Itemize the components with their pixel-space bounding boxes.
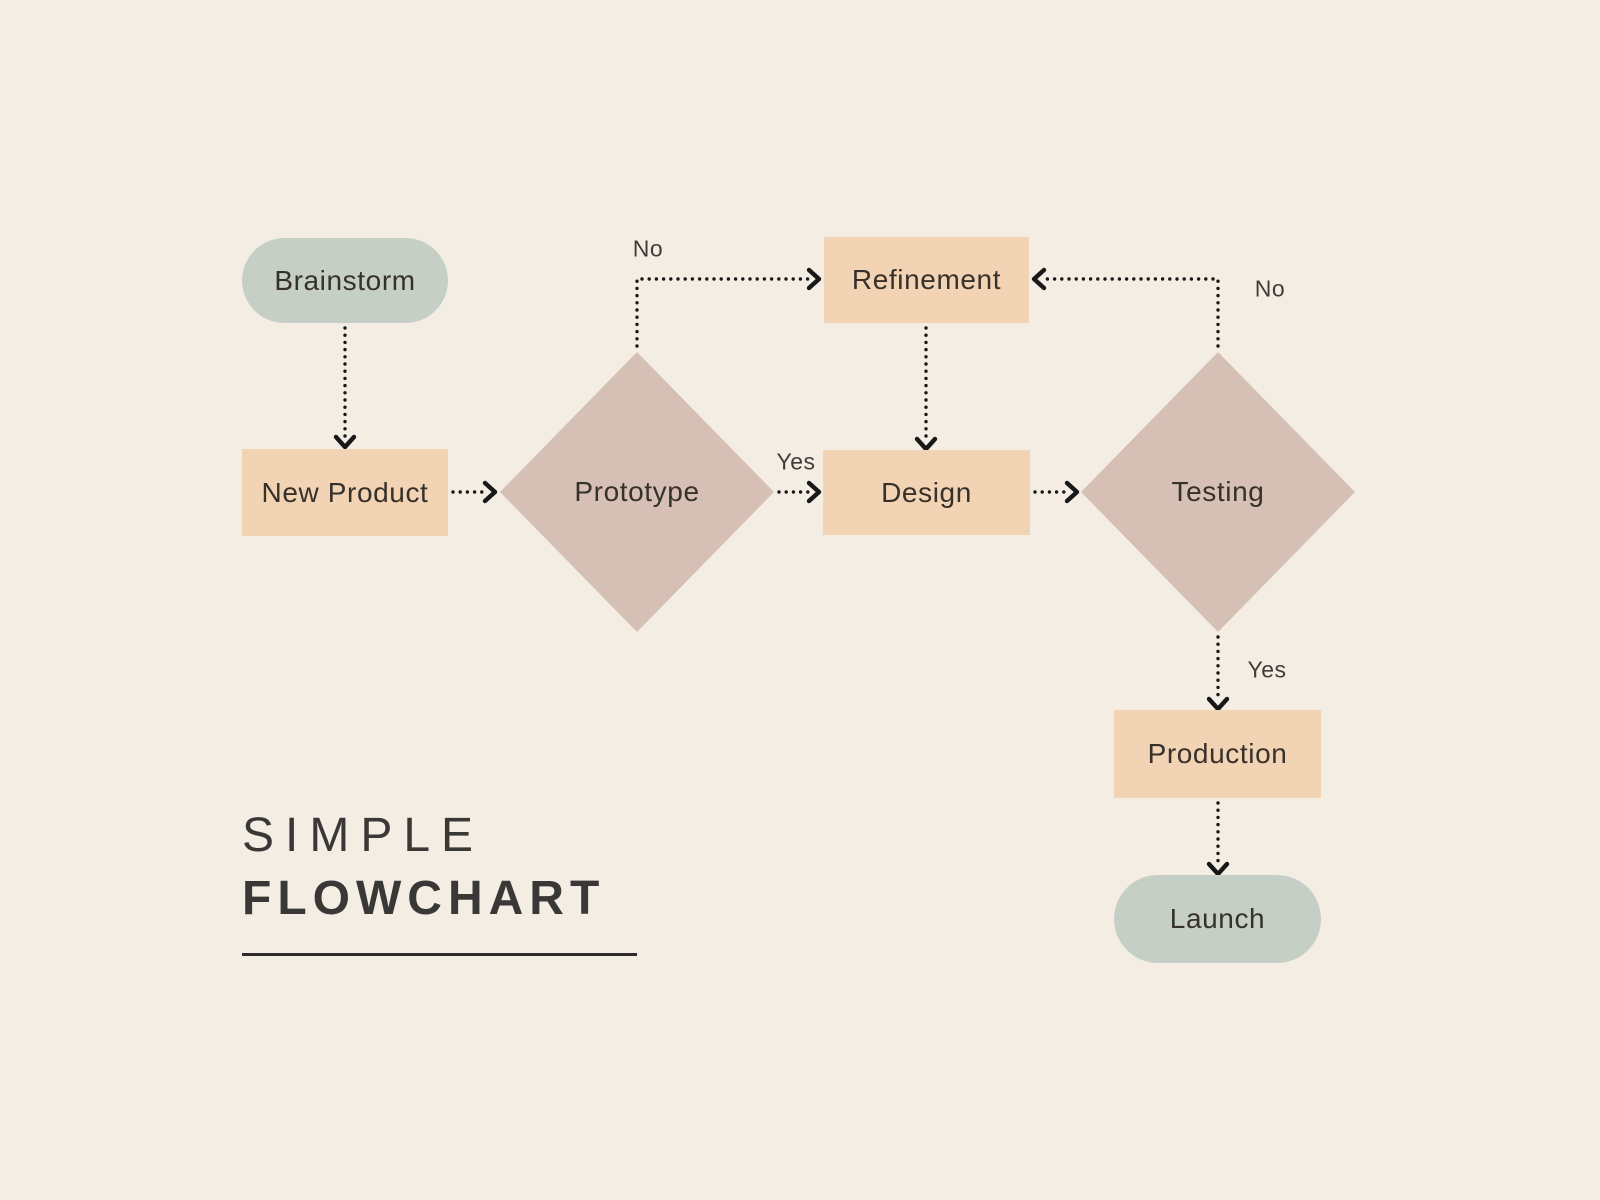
node-refinement: Refinement (824, 237, 1029, 323)
node-design-label: Design (881, 476, 972, 508)
edge-testing-to-production-yes (1206, 635, 1230, 712)
edge-prototype-to-design-yes (777, 480, 822, 504)
edge-brainstorm-to-new-product (333, 326, 357, 450)
edge-new-product-to-prototype (451, 480, 498, 504)
node-new-product-label: New Product (261, 476, 429, 508)
node-production: Production (1114, 710, 1321, 798)
title-underline (242, 953, 637, 956)
node-refinement-label: Refinement (851, 264, 1002, 295)
node-prototype-label: Prototype (574, 476, 700, 507)
node-launch: Launch (1114, 875, 1321, 963)
node-launch-label: Launch (1169, 903, 1266, 934)
node-production-label: Production (1147, 738, 1288, 769)
edge-production-to-launch (1206, 801, 1230, 877)
node-testing-label: Testing (1171, 476, 1265, 507)
node-brainstorm-label: Brainstorm (274, 264, 416, 296)
node-design: Design (823, 450, 1030, 535)
edge-prototype-to-refinement-no (635, 267, 822, 348)
title-line2: FLOWCHART (242, 872, 606, 925)
node-brainstorm: Brainstorm (242, 238, 448, 323)
edge-label-testing-yes: Yes (1247, 656, 1287, 683)
edge-refinement-to-design (914, 326, 938, 452)
node-new-product: New Product (242, 449, 448, 536)
node-prototype: Prototype (500, 352, 774, 632)
title-block: SIMPLE FLOWCHART (242, 812, 637, 956)
edge-label-prototype-no: No (632, 235, 664, 262)
edge-label-prototype-yes: Yes (776, 448, 816, 475)
edge-design-to-testing (1033, 480, 1080, 504)
title-line1: SIMPLE (242, 809, 485, 862)
edge-label-testing-no: No (1254, 275, 1286, 302)
edge-testing-to-refinement-no (1031, 267, 1220, 348)
node-testing: Testing (1081, 352, 1355, 632)
